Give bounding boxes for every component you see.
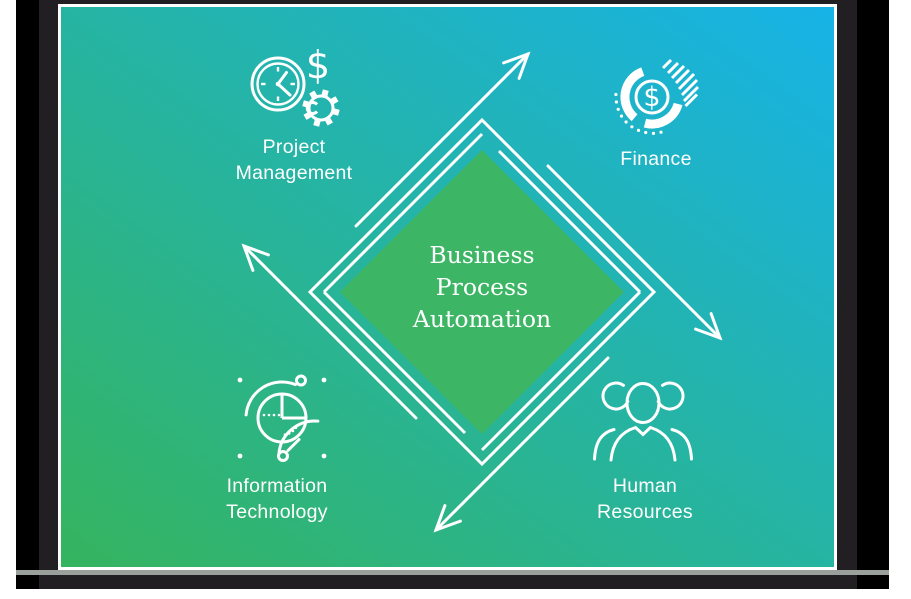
center-title-line: Automation — [412, 305, 552, 333]
label-human-resources: Human Resources — [515, 474, 775, 525]
human-resources-icon — [593, 381, 693, 462]
label-line: Project — [262, 136, 326, 158]
diagram-svg: $ $ — [237, 43, 723, 533]
label-information-technology: Information Technology — [147, 474, 407, 525]
arrow-up-right — [354, 51, 531, 228]
diamond-outline-outer — [307, 117, 657, 467]
hatch-decoration — [661, 58, 700, 108]
label-line: Human — [612, 475, 678, 497]
center-title: Business Process Automation — [332, 239, 632, 335]
center-title-line: Process — [435, 273, 529, 301]
finance-icon: $ — [614, 58, 700, 135]
dollar-sign-icon: $ — [643, 82, 660, 113]
people-group-icon — [593, 381, 693, 462]
gear-icon — [302, 89, 340, 127]
center-title-line: Business — [429, 241, 535, 269]
pie-chart-icon — [256, 392, 308, 444]
monitor-trim-strip — [16, 570, 889, 575]
label-finance: Finance — [526, 147, 786, 173]
label-line: Information — [226, 475, 328, 497]
dollar-sign-icon: $ — [306, 43, 330, 87]
center-diamond — [340, 150, 624, 434]
label-line: Management — [235, 161, 353, 184]
project-management-icon: $ — [250, 43, 340, 127]
orbit-decoration — [244, 374, 320, 462]
diamond-outline-inner — [322, 132, 642, 452]
label-line: Technology — [226, 500, 328, 523]
donut-chart-icon — [634, 79, 670, 115]
arrow-up-left — [241, 243, 418, 420]
label-line: Finance — [620, 148, 692, 170]
label-line: Resources — [597, 500, 693, 523]
clock-icon — [250, 56, 306, 112]
label-project-management: Project Management — [164, 135, 424, 186]
information-technology-icon — [237, 374, 327, 462]
arrow-down-right — [546, 164, 723, 341]
dotted-arc-decoration — [614, 92, 663, 135]
arrow-down-left — [433, 356, 610, 533]
